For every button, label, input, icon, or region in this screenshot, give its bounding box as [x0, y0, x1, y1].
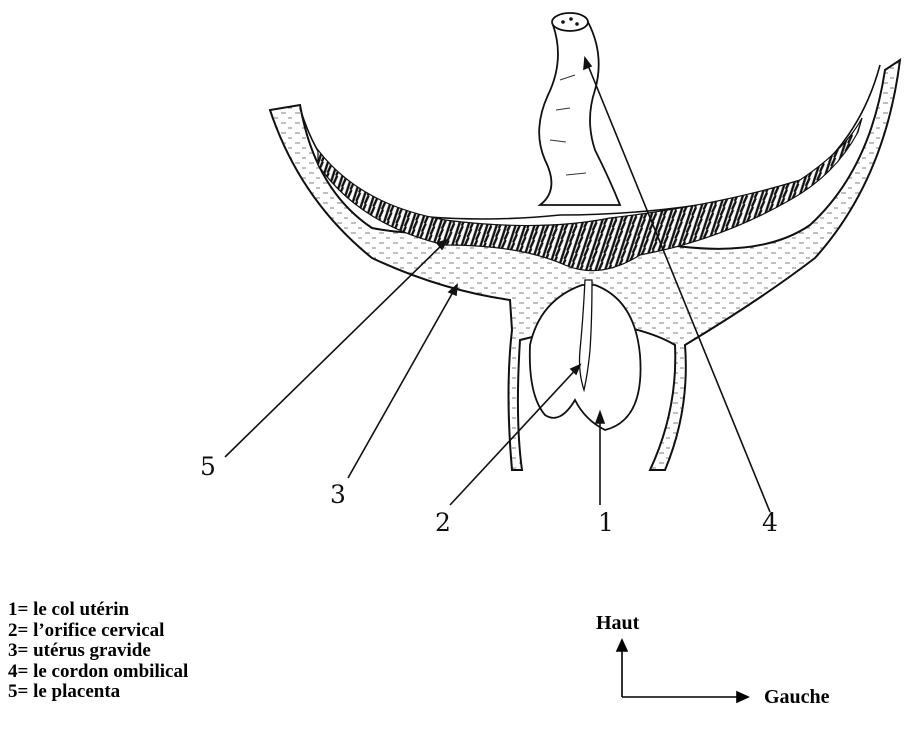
- leader-line-5: [225, 240, 447, 457]
- umbilical-cord-section: [552, 13, 588, 31]
- callout-number-5: 5: [200, 452, 216, 481]
- legend: 1= le col utérin 2= l’orifice cervical 3…: [8, 600, 188, 703]
- legend-item: 2= l’orifice cervical: [8, 621, 188, 642]
- callout-number-2: 2: [435, 508, 451, 537]
- legend-item: 3= utérus gravide: [8, 641, 188, 662]
- legend-item: 5= le placenta: [8, 682, 188, 703]
- legend-item: 1= le col utérin: [8, 600, 188, 621]
- callout-number-3: 3: [330, 480, 346, 509]
- leader-line-3: [348, 285, 457, 478]
- orientation-label-right: Gauche: [764, 686, 830, 709]
- callout-number-4: 4: [762, 508, 778, 537]
- orientation-label-up: Haut: [596, 612, 639, 635]
- orientation-arrows: [617, 640, 748, 702]
- legend-item: 4= le cordon ombilical: [8, 662, 188, 683]
- callout-number-1: 1: [598, 508, 614, 537]
